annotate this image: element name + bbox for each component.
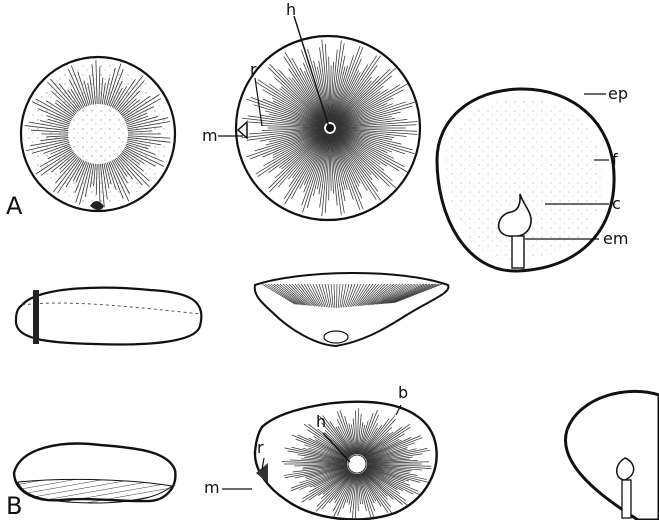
label-micropyle-b: m: [204, 480, 220, 496]
label-hilum-a: h: [286, 2, 296, 18]
label-raphe-b: r: [257, 440, 264, 456]
label-em: em: [603, 231, 628, 247]
seed-a-face-left: [21, 57, 175, 211]
label-hilum-b: h: [316, 414, 326, 430]
seed-b-section: [565, 391, 659, 520]
seed-a-side-middle: [255, 273, 449, 346]
label-micropyle-a: m: [202, 128, 218, 144]
label-border-b: b: [398, 385, 408, 401]
seed-a-section: [437, 89, 614, 271]
panel-label-b: B: [6, 494, 22, 518]
label-c: c: [612, 196, 621, 212]
seed-b-side-left: [14, 444, 175, 503]
label-raphe-a: r: [250, 62, 257, 78]
label-f: f: [612, 152, 618, 168]
panel-label-a: A: [6, 194, 22, 218]
seed-b-face: [222, 402, 437, 520]
seed-a-side-left: [16, 288, 202, 345]
seed-a-face-middle: [218, 16, 420, 220]
label-ep: ep: [608, 86, 628, 102]
hilum-a: [326, 124, 334, 132]
